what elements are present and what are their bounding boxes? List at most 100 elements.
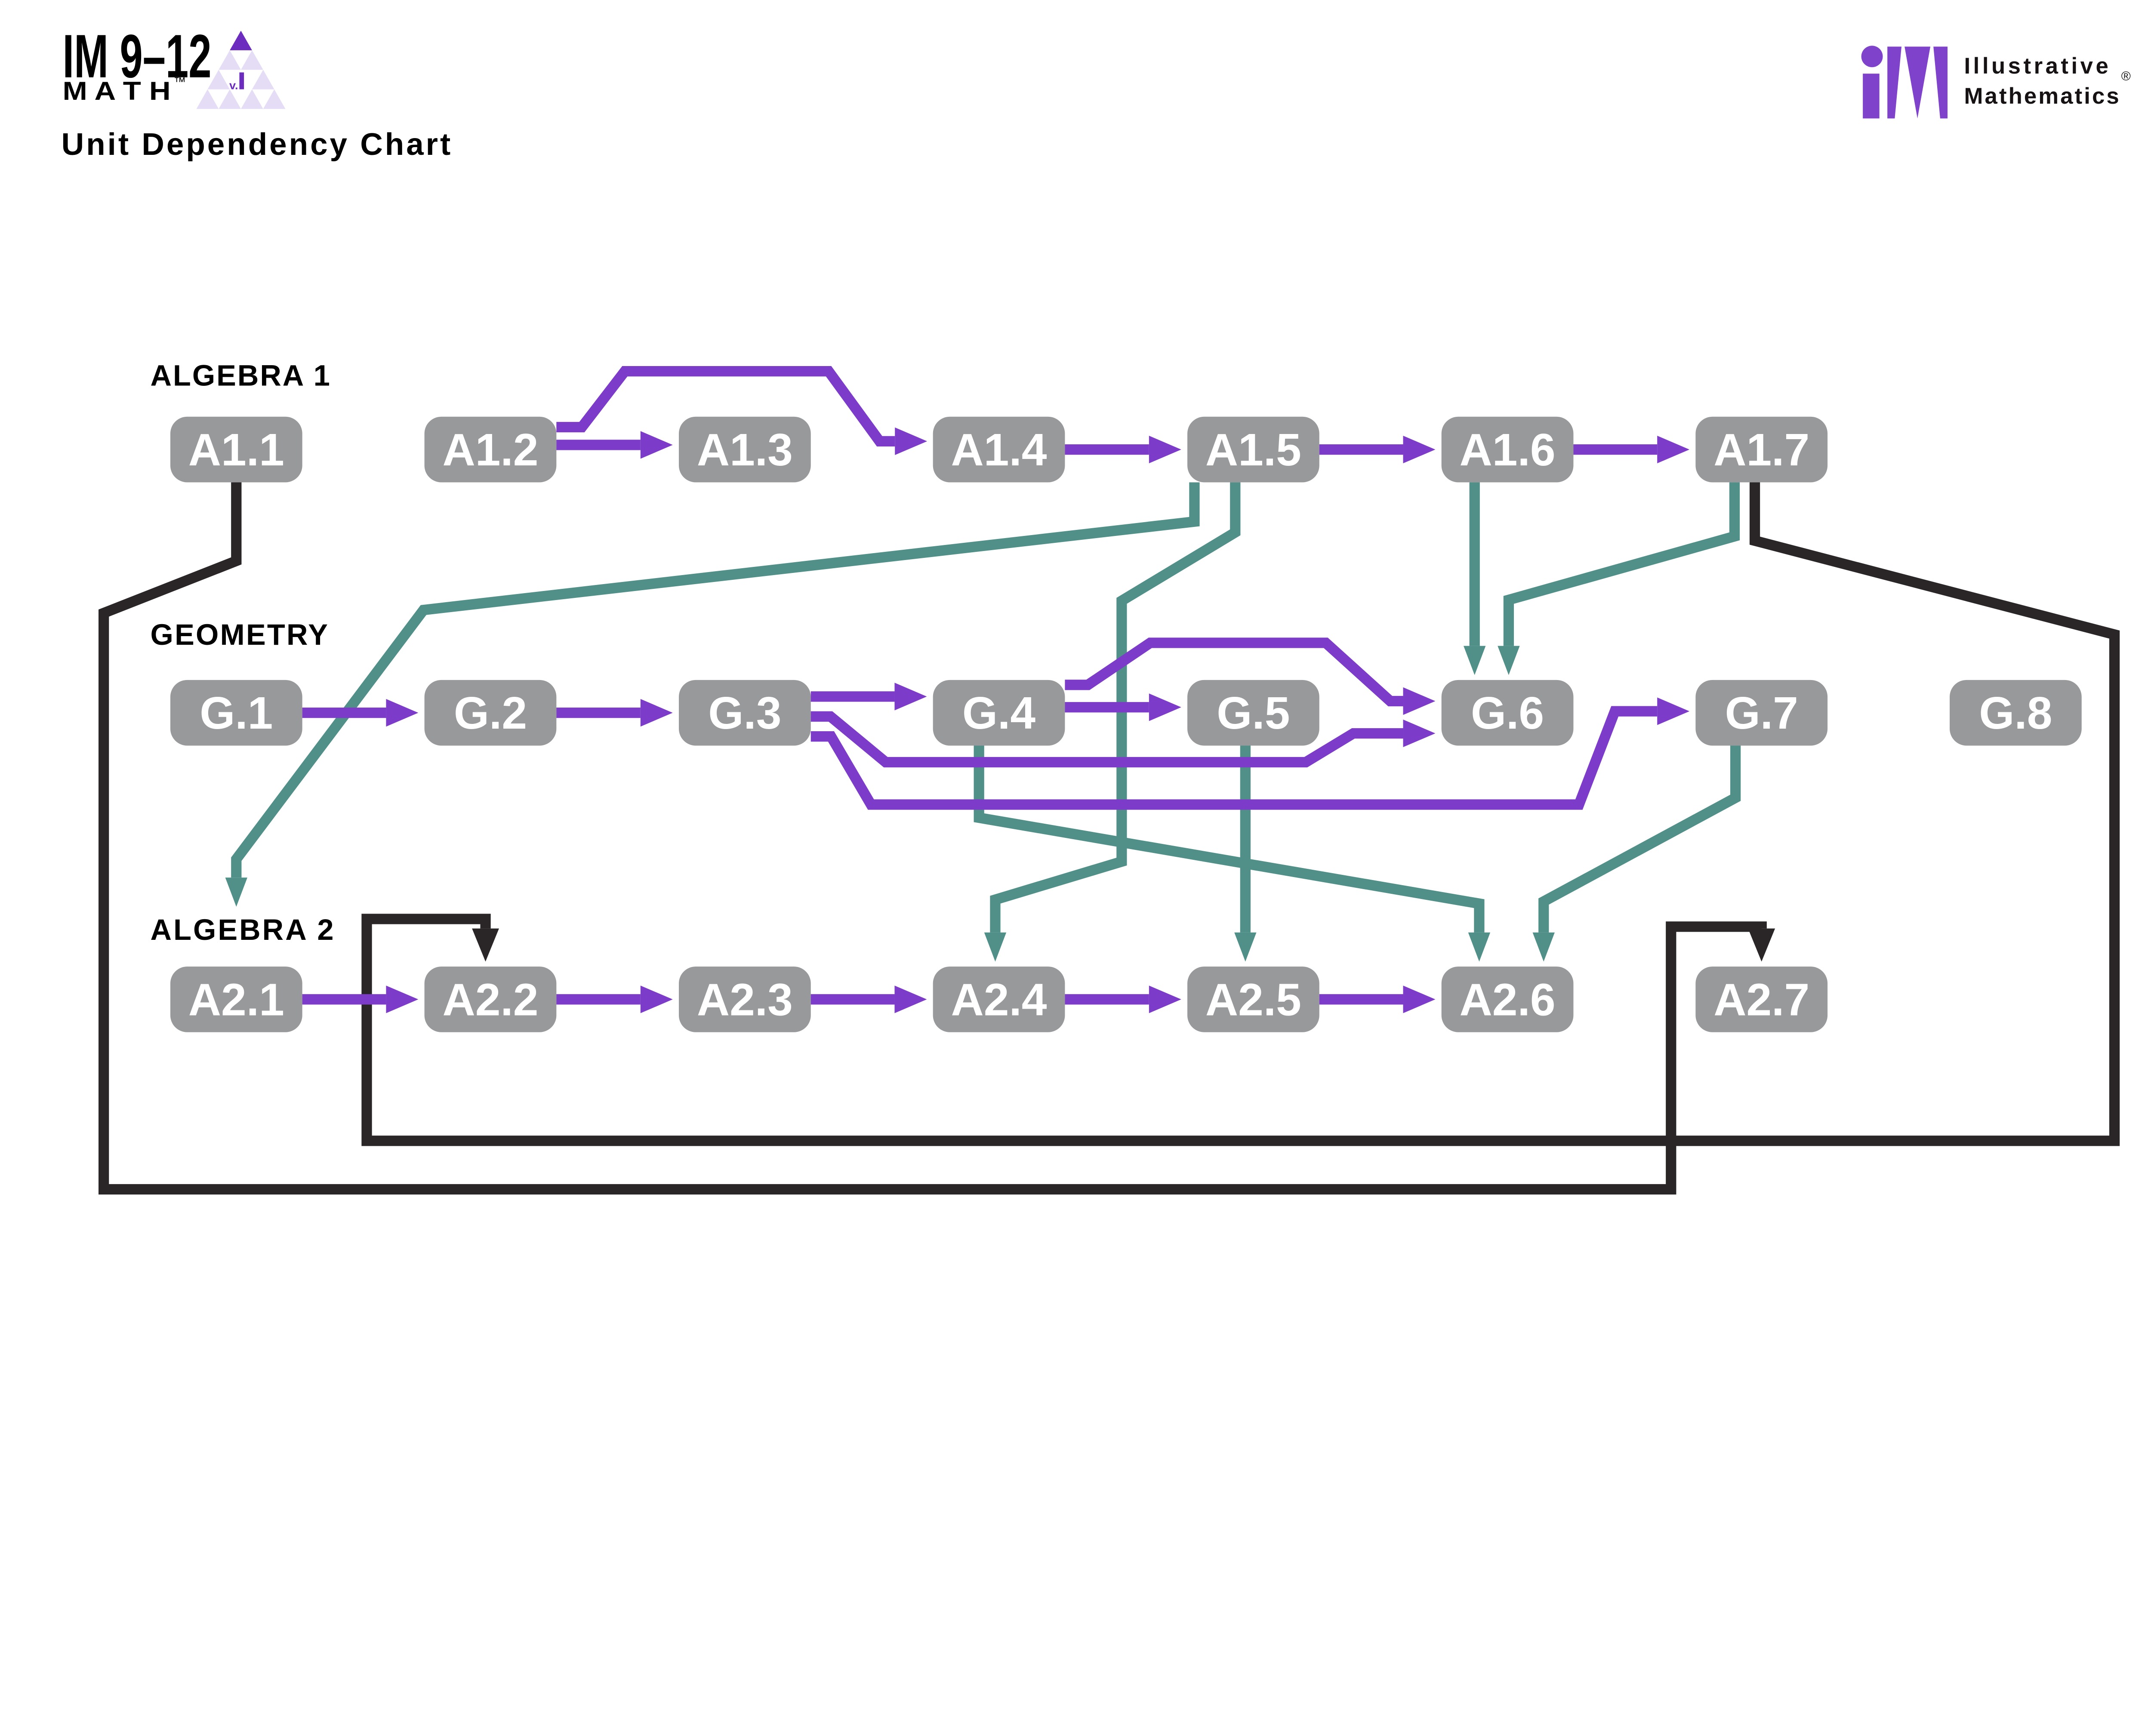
publisher-name-line2: Mathematics — [1964, 83, 2119, 109]
unit-box-A1.2 — [424, 416, 557, 483]
dependency-arrow-A2.3-to-A2.4 — [810, 985, 927, 1013]
dependency-arrow-A1.2-to-A1.3 — [556, 431, 673, 459]
unit-label-G.8: G.8 — [1979, 688, 2052, 739]
arrowhead-A1.4-to-A1.5 — [1149, 435, 1181, 464]
unit-node-A2.5: A2.5 — [1187, 966, 1319, 1032]
unit-label-A2.2: A2.2 — [442, 975, 538, 1025]
triangle-version-text: v. — [229, 79, 238, 92]
dependency-arrow-G.4-to-G.6 — [1065, 637, 1436, 715]
unit-box-G.8 — [1950, 680, 2082, 746]
dependency-arrow-A1.6-to-A1.7 — [1573, 435, 1690, 464]
cross-program-dependencies-layer — [99, 482, 2120, 1195]
unit-label-G.5: G.5 — [1217, 688, 1290, 739]
arrowhead-A1.5-to-A2.4 — [984, 932, 1007, 962]
unit-box-A1.1 — [170, 416, 302, 483]
unit-box-A2.1 — [170, 966, 302, 1032]
unit-box-G.7 — [1695, 680, 1828, 746]
unit-box-G.4 — [933, 680, 1065, 746]
within-course-dependencies-layer — [302, 366, 1690, 1013]
dependency-arrow-G.5-to-A2.5 — [1234, 745, 1257, 962]
unit-box-A2.3 — [678, 966, 811, 1032]
triangle-version-bar — [239, 72, 244, 89]
dependency-arrow-G.4-to-G.5 — [1065, 693, 1181, 721]
arrowhead-G.4-to-A2.6 — [1468, 932, 1491, 962]
unit-box-G.5 — [1187, 680, 1319, 746]
im-912-math-logo: IM 9–12 M A T H ™ v. Unit Dependency Cha… — [62, 22, 451, 162]
dependency-arrow-A1.5-to-A2.4 — [984, 482, 1241, 962]
dependency-arrow-A1.1-to-A2.7 — [99, 482, 1775, 1195]
arrowhead-G.3-to-G.7 — [1657, 697, 1690, 725]
unit-node-G.8: G.8 — [1950, 680, 2082, 746]
triangle-logo-icon: v. — [196, 31, 286, 109]
registered-symbol: ® — [2121, 69, 2131, 83]
arrowhead-G.4-to-G.6 — [1403, 687, 1436, 715]
arrowhead-A2.5-to-A2.6 — [1403, 985, 1436, 1013]
unit-node-A2.6: A2.6 — [1441, 966, 1574, 1032]
arrowhead-A1.2-to-A1.3 — [640, 431, 673, 459]
unit-label-A2.7: A2.7 — [1713, 975, 1809, 1025]
dependency-arrow-G.3-to-G.6 — [810, 711, 1436, 768]
unit-node-A1.6: A1.6 — [1441, 416, 1574, 483]
arrowhead-A2.4-to-A2.5 — [1149, 985, 1181, 1013]
unit-node-A1.1: A1.1 — [170, 416, 302, 483]
dependency-arrow-G.7-to-A2.6 — [1532, 745, 1741, 962]
dependency-arrow-G.2-to-G.3 — [556, 699, 673, 727]
unit-node-G.1: G.1 — [170, 680, 302, 746]
brand-math-wordmark: M A T H — [63, 77, 171, 105]
section-label-geometry: GEOMETRY — [151, 618, 328, 651]
dependency-arrow-A1.7-to-A2.2 — [361, 482, 2120, 1146]
arrowhead-G.7-to-A2.6 — [1532, 932, 1555, 962]
unit-label-A1.4: A1.4 — [951, 425, 1047, 475]
unit-label-A1.2: A1.2 — [442, 425, 538, 475]
arrowhead-A1.2-to-A1.4 — [895, 427, 928, 455]
arrowhead-G.3-to-G.6 — [1403, 719, 1436, 748]
dependency-arrow-A1.4-to-A1.5 — [1065, 435, 1181, 464]
unit-box-A2.6 — [1441, 966, 1574, 1032]
unit-node-A2.1: A2.1 — [170, 966, 302, 1032]
unit-box-A1.6 — [1441, 416, 1574, 483]
im-monogram-icon — [1861, 46, 1948, 119]
unit-node-A1.5: A1.5 — [1187, 416, 1319, 483]
unit-label-A2.5: A2.5 — [1205, 975, 1301, 1025]
unit-label-G.6: G.6 — [1471, 688, 1544, 739]
page-title: Unit Dependency Chart — [62, 127, 451, 162]
unit-node-G.6: G.6 — [1441, 680, 1574, 746]
unit-node-A2.3: A2.3 — [678, 966, 811, 1032]
unit-node-A1.3: A1.3 — [678, 416, 811, 483]
unit-label-G.4: G.4 — [962, 688, 1035, 739]
section-label-algebra2: ALGEBRA 2 — [151, 913, 334, 946]
unit-label-G.7: G.7 — [1725, 688, 1798, 739]
arrowhead-G.3-to-G.4 — [894, 683, 927, 711]
unit-box-A1.5 — [1187, 416, 1319, 483]
dependency-arrow-A2.2-to-A2.3 — [556, 985, 673, 1013]
unit-label-A1.1: A1.1 — [188, 425, 284, 475]
unit-box-A2.5 — [1187, 966, 1319, 1032]
unit-box-A2.2 — [424, 966, 557, 1032]
unit-node-G.3: G.3 — [678, 680, 811, 746]
dependency-arrow-A1.5-to-A2.1 — [225, 482, 1200, 907]
dependency-arrow-A2.4-to-A2.5 — [1065, 985, 1181, 1013]
unit-node-G.2: G.2 — [424, 680, 557, 746]
unit-node-A1.4: A1.4 — [933, 416, 1065, 483]
dependency-arrow-G.3-to-G.7 — [810, 697, 1690, 810]
arrowhead-A2.3-to-A2.4 — [894, 985, 927, 1013]
arrowhead-A1.1-to-A2.7 — [1748, 928, 1775, 962]
dependency-arrow-A1.6-to-G.6 — [1464, 482, 1486, 675]
unit-box-G.1 — [170, 680, 302, 746]
arrowhead-G.2-to-G.3 — [640, 699, 673, 727]
unit-label-A1.3: A1.3 — [697, 425, 793, 475]
unit-node-A2.7: A2.7 — [1695, 966, 1828, 1032]
dependency-arrow-G.4-to-A2.6 — [974, 745, 1491, 962]
trademark-symbol: ™ — [174, 75, 186, 89]
arrowhead-G.5-to-A2.5 — [1234, 932, 1257, 962]
unit-box-A1.3 — [678, 416, 811, 483]
unit-label-A1.6: A1.6 — [1460, 425, 1556, 475]
illustrative-mathematics-logo: Illustrative Mathematics ® — [1861, 46, 2131, 119]
dependency-arrow-A2.1-to-A2.2 — [302, 985, 419, 1013]
unit-label-A1.5: A1.5 — [1205, 425, 1301, 475]
arrowhead-A1.5-to-A2.1 — [225, 877, 247, 907]
dependency-arrow-A1.7-to-G.6 — [1498, 482, 1740, 675]
arrowhead-G.4-to-G.5 — [1149, 693, 1181, 721]
unit-node-G.5: G.5 — [1187, 680, 1319, 746]
